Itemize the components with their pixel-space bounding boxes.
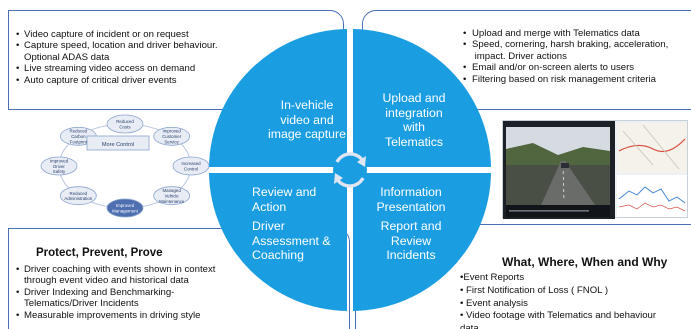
cycle-node-label: Costs (119, 125, 131, 130)
cycle-center: More Control (86, 135, 150, 151)
cycle-center-label: More Control (102, 142, 134, 148)
quadrant-review-action (209, 173, 347, 311)
list-item: Measurable improvements in driving style (16, 310, 343, 322)
cycle-node-label: Maintenance (159, 199, 185, 204)
cycle-node-label: Improved (50, 158, 69, 163)
benefits-cycle-diagram: ReducedCostsImprovedCustomerServiceIncre… (40, 114, 210, 218)
list-item: Filtering based on risk management crite… (463, 74, 691, 86)
cycle-node-label: Managed (163, 188, 182, 193)
list-item: Driver Indexing and Benchmarking-Telemat… (16, 287, 343, 310)
list-item: Video capture of incident or on request (16, 29, 337, 41)
quadrant-in-vehicle-capture (209, 29, 347, 167)
cycle-node-label: Control (184, 167, 198, 172)
list-item: Capture speed, location and driver behav… (16, 40, 337, 63)
quadrant-information-presentation (353, 173, 491, 311)
quadrant-upload-integration (353, 29, 491, 167)
list-item: Auto capture of critical driver events (16, 75, 337, 87)
cycle-node-label: Reduced (116, 119, 134, 124)
quadrant-label-in-vehicle-capture: In-vehicle video and image capture (268, 98, 346, 142)
cycle-node-label: Administration (64, 196, 92, 201)
panel-heading: What, Where, When and Why (502, 255, 668, 269)
list-item: Driver coaching with events shown in con… (16, 264, 343, 287)
telematics-screenshot (502, 120, 688, 219)
circular-arrows-icon (333, 152, 367, 188)
dashcam-screenshot-image (503, 121, 687, 219)
quadrant-label-information-presentation: Information Presentation Report and Revi… (376, 185, 446, 263)
panel-heading: Protect, Prevent, Prove (36, 247, 163, 259)
cycle-node-label: Increased (181, 161, 201, 166)
cycle-node-label: Carbon (71, 134, 86, 139)
list-item: • Video footage with Telematics and beha… (460, 310, 657, 329)
list-item: • Event analysis (460, 297, 528, 309)
list-item: Live streaming video access on demand (16, 63, 337, 75)
quadrant-label-review-action: Review and Action Driver Assessment & Co… (252, 185, 331, 263)
list-item: Email and/or on-screen alerts to users (463, 62, 691, 74)
cycle-node-label: Service (164, 140, 179, 145)
cycle-node-label: Safety (53, 169, 66, 174)
list-item: Upload and merge with Telematics data (463, 28, 691, 40)
list-item: • First Notification of Loss ( FNOL ) (460, 284, 609, 296)
list-item: •Event Reports (460, 272, 525, 283)
quadrant-label-upload-integration: Upload and integration with Telematics (382, 91, 446, 149)
cycle-node-label: Customer (162, 134, 182, 139)
cycle-node-label: Reduced (70, 191, 88, 196)
cycle-node-label: Improved (116, 203, 135, 208)
cycle-node-label: Vehicle (165, 193, 180, 198)
cycle-node-label: Management (112, 209, 138, 214)
list-item: Speed, cornering, harsh braking, acceler… (463, 39, 691, 62)
cycle-node-label: Footprint (70, 140, 88, 145)
cycle-node-label: Driver (53, 164, 65, 169)
cycle-node-label: Improved (163, 129, 182, 134)
cycle-node-label: Reduced (70, 129, 88, 134)
